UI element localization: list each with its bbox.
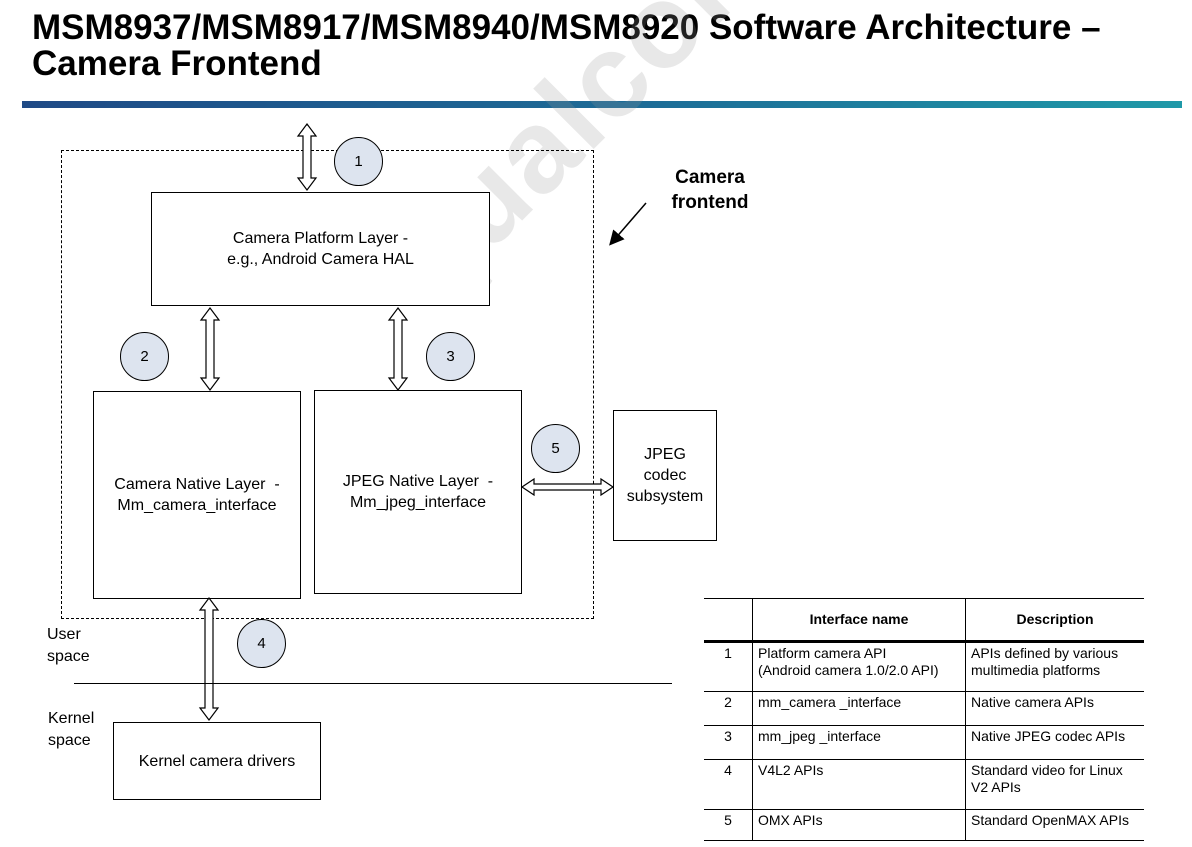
arrow-2 [199, 307, 221, 391]
cell-description: APIs defined by various multimedia platf… [965, 641, 1144, 692]
camera-frontend-label: Camera frontend [671, 167, 749, 213]
camera-frontend-boundary [61, 150, 594, 619]
camera-native-layer-box: Camera Native Layer - Mm_camera_interfac… [93, 391, 301, 599]
cell-description: Native JPEG codec APIs [965, 725, 1144, 760]
cell-number: 5 [704, 809, 753, 841]
arrow-5 [520, 477, 615, 497]
camera-frontend-pointer [609, 202, 647, 246]
cell-interface-name: Platform camera API (Android camera 1.0/… [752, 641, 966, 692]
jpeg-native-layer-box: JPEG Native Layer - Mm_jpeg_interface [314, 390, 522, 594]
user-space-label: User space [47, 626, 90, 665]
cell-description: Native camera APIs [965, 691, 1144, 726]
header-number [704, 598, 753, 643]
cell-number: 3 [704, 725, 753, 760]
camera-native-layer-label: Camera Native Layer - Mm_camera_interfac… [114, 476, 280, 514]
badge-1: 1 [334, 137, 383, 186]
cell-interface-name: OMX APIs [752, 809, 966, 841]
kernel-space-label: Kernel space [48, 710, 95, 749]
jpeg-native-layer-label: JPEG Native Layer - Mm_jpeg_interface [342, 473, 494, 511]
user-kernel-divider [74, 683, 672, 685]
title-underline [22, 101, 1182, 108]
cell-number: 4 [704, 759, 753, 810]
badge-4: 4 [237, 619, 286, 668]
badge-5: 5 [531, 424, 580, 473]
header-description: Description [965, 598, 1144, 643]
cell-interface-name: mm_camera _interface [752, 691, 966, 726]
kernel-camera-drivers-label: Kernel camera drivers [138, 752, 296, 770]
jpeg-codec-subsystem-box: JPEG codec subsystem [613, 410, 717, 541]
arrow-4 [198, 597, 220, 721]
table-header-row: Interface name Description [704, 598, 1144, 643]
camera-platform-layer-box: Camera Platform Layer - e.g., Android Ca… [151, 192, 490, 306]
cell-interface-name: mm_jpeg _interface [752, 725, 966, 760]
jpeg-codec-subsystem-label: JPEG codec subsystem [626, 446, 704, 505]
arrow-3 [387, 307, 409, 391]
cell-description: Standard OpenMAX APIs [965, 809, 1144, 841]
badge-2: 2 [120, 332, 169, 381]
badge-3: 3 [426, 332, 475, 381]
header-interface-name: Interface name [752, 598, 966, 643]
camera-platform-layer-label: Camera Platform Layer - e.g., Android Ca… [227, 230, 414, 268]
kernel-camera-drivers-box: Kernel camera drivers [113, 722, 321, 800]
cell-description: Standard video for Linux V2 APIs [965, 759, 1144, 810]
page-title: MSM8937/MSM8917/MSM8940/MSM8920 Software… [32, 8, 1101, 83]
cell-number: 2 [704, 691, 753, 726]
cell-number: 1 [704, 641, 753, 692]
arrow-1 [296, 123, 318, 191]
cell-interface-name: V4L2 APIs [752, 759, 966, 810]
